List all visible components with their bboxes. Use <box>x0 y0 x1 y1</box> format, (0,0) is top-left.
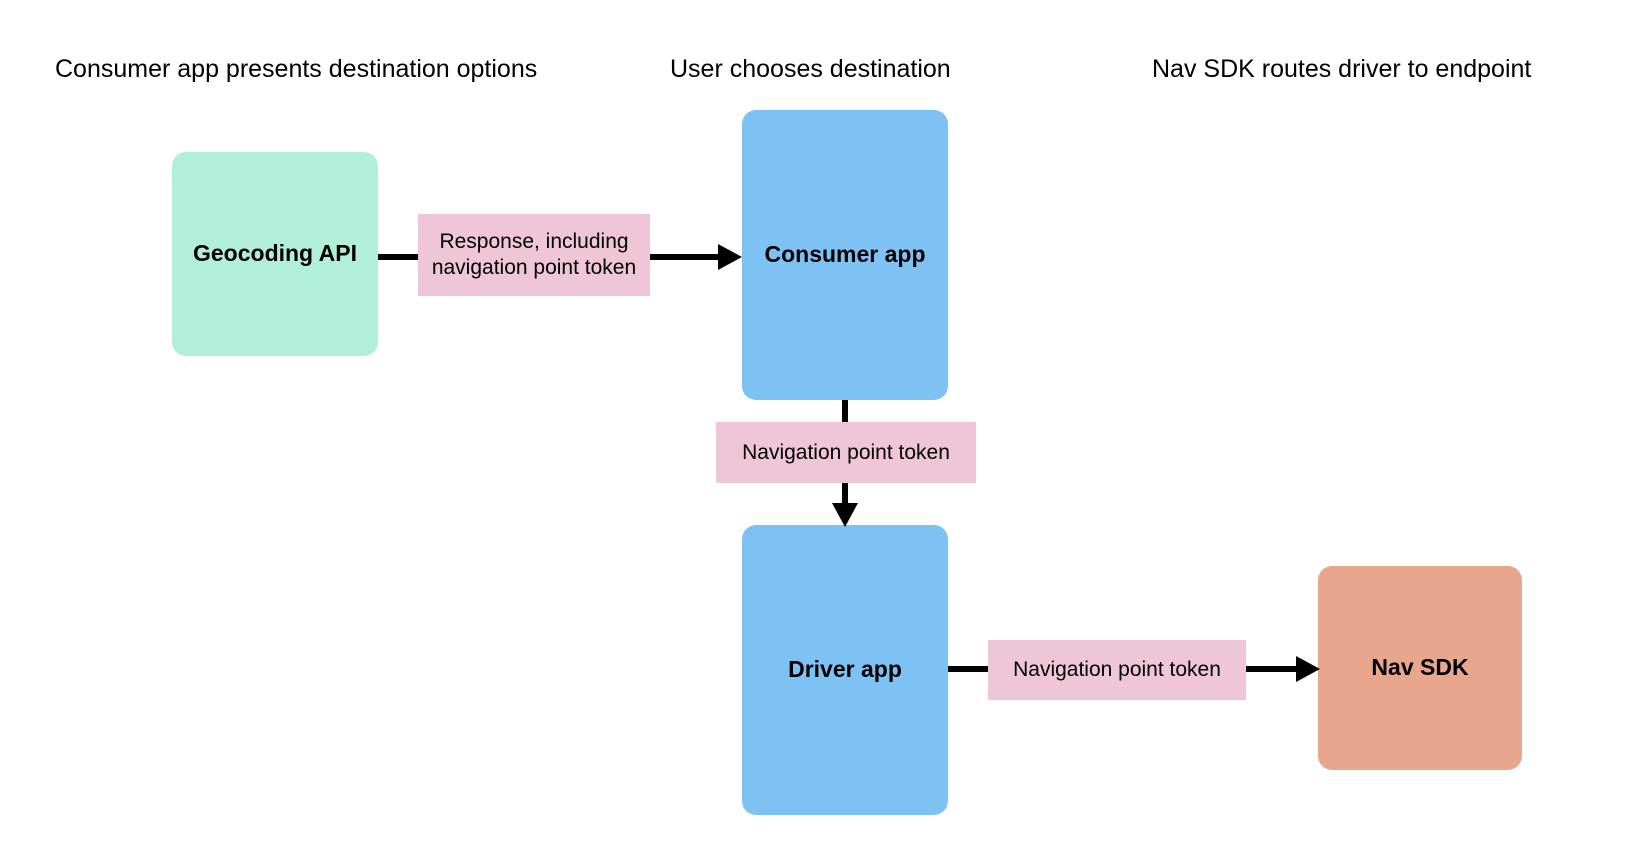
column-header-user-chooses-destination: User chooses destination <box>670 55 951 83</box>
node-geocoding-api[interactable]: Geocoding API <box>172 152 378 356</box>
edge-label-navigation-point-token-consumer-driver: Navigation point token <box>716 422 976 483</box>
node-label-driver-app: Driver app <box>788 656 902 683</box>
edge-label-response-including-navigation-point-token: Response, including navigation point tok… <box>418 214 650 296</box>
node-label-consumer-app: Consumer app <box>764 241 926 268</box>
node-driver-app[interactable]: Driver app <box>742 525 948 815</box>
edge-label-text-navigation-point-token-1: Navigation point token <box>742 440 950 464</box>
edge-label-text-navigation-point-token-2: Navigation point token <box>1013 658 1221 682</box>
node-nav-sdk[interactable]: Nav SDK <box>1318 566 1522 770</box>
node-label-geocoding-api: Geocoding API <box>193 240 357 267</box>
column-header-nav-sdk-routes: Nav SDK routes driver to endpoint <box>1152 55 1532 83</box>
node-consumer-app[interactable]: Consumer app <box>742 110 948 400</box>
edge-label-text-response: Response, including navigation point tok… <box>431 230 637 279</box>
edge-label-navigation-point-token-driver-navsdk: Navigation point token <box>988 640 1246 700</box>
column-header-consumer-app: Consumer app presents destination option… <box>55 55 538 83</box>
node-label-nav-sdk: Nav SDK <box>1371 654 1469 681</box>
